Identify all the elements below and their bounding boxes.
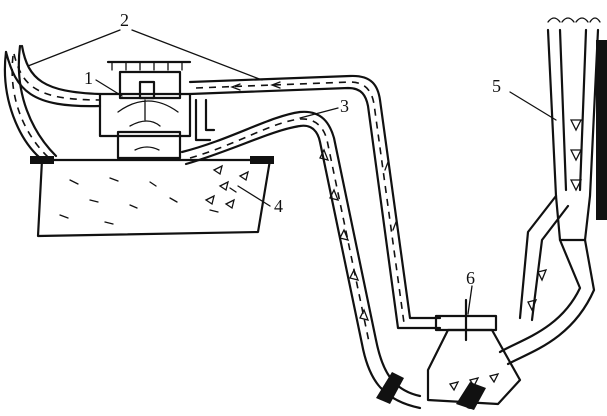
label-5: 5 — [492, 76, 501, 96]
gas-flow-arrows — [204, 81, 583, 392]
engine-unit — [98, 60, 192, 160]
cylinder-block — [30, 156, 274, 238]
label-4: 4 — [274, 196, 283, 216]
label-1: 1 — [84, 68, 93, 88]
exhaust-pipe-left — [3, 44, 102, 160]
stack — [498, 17, 607, 366]
leader-lines — [27, 29, 557, 315]
watermark — [376, 372, 486, 410]
label-2: 2 — [120, 10, 129, 30]
label-6: 6 — [466, 268, 475, 288]
exhaust-pipe-top — [188, 74, 442, 330]
intake-pipe — [180, 110, 422, 410]
label-3: 3 — [340, 96, 349, 116]
